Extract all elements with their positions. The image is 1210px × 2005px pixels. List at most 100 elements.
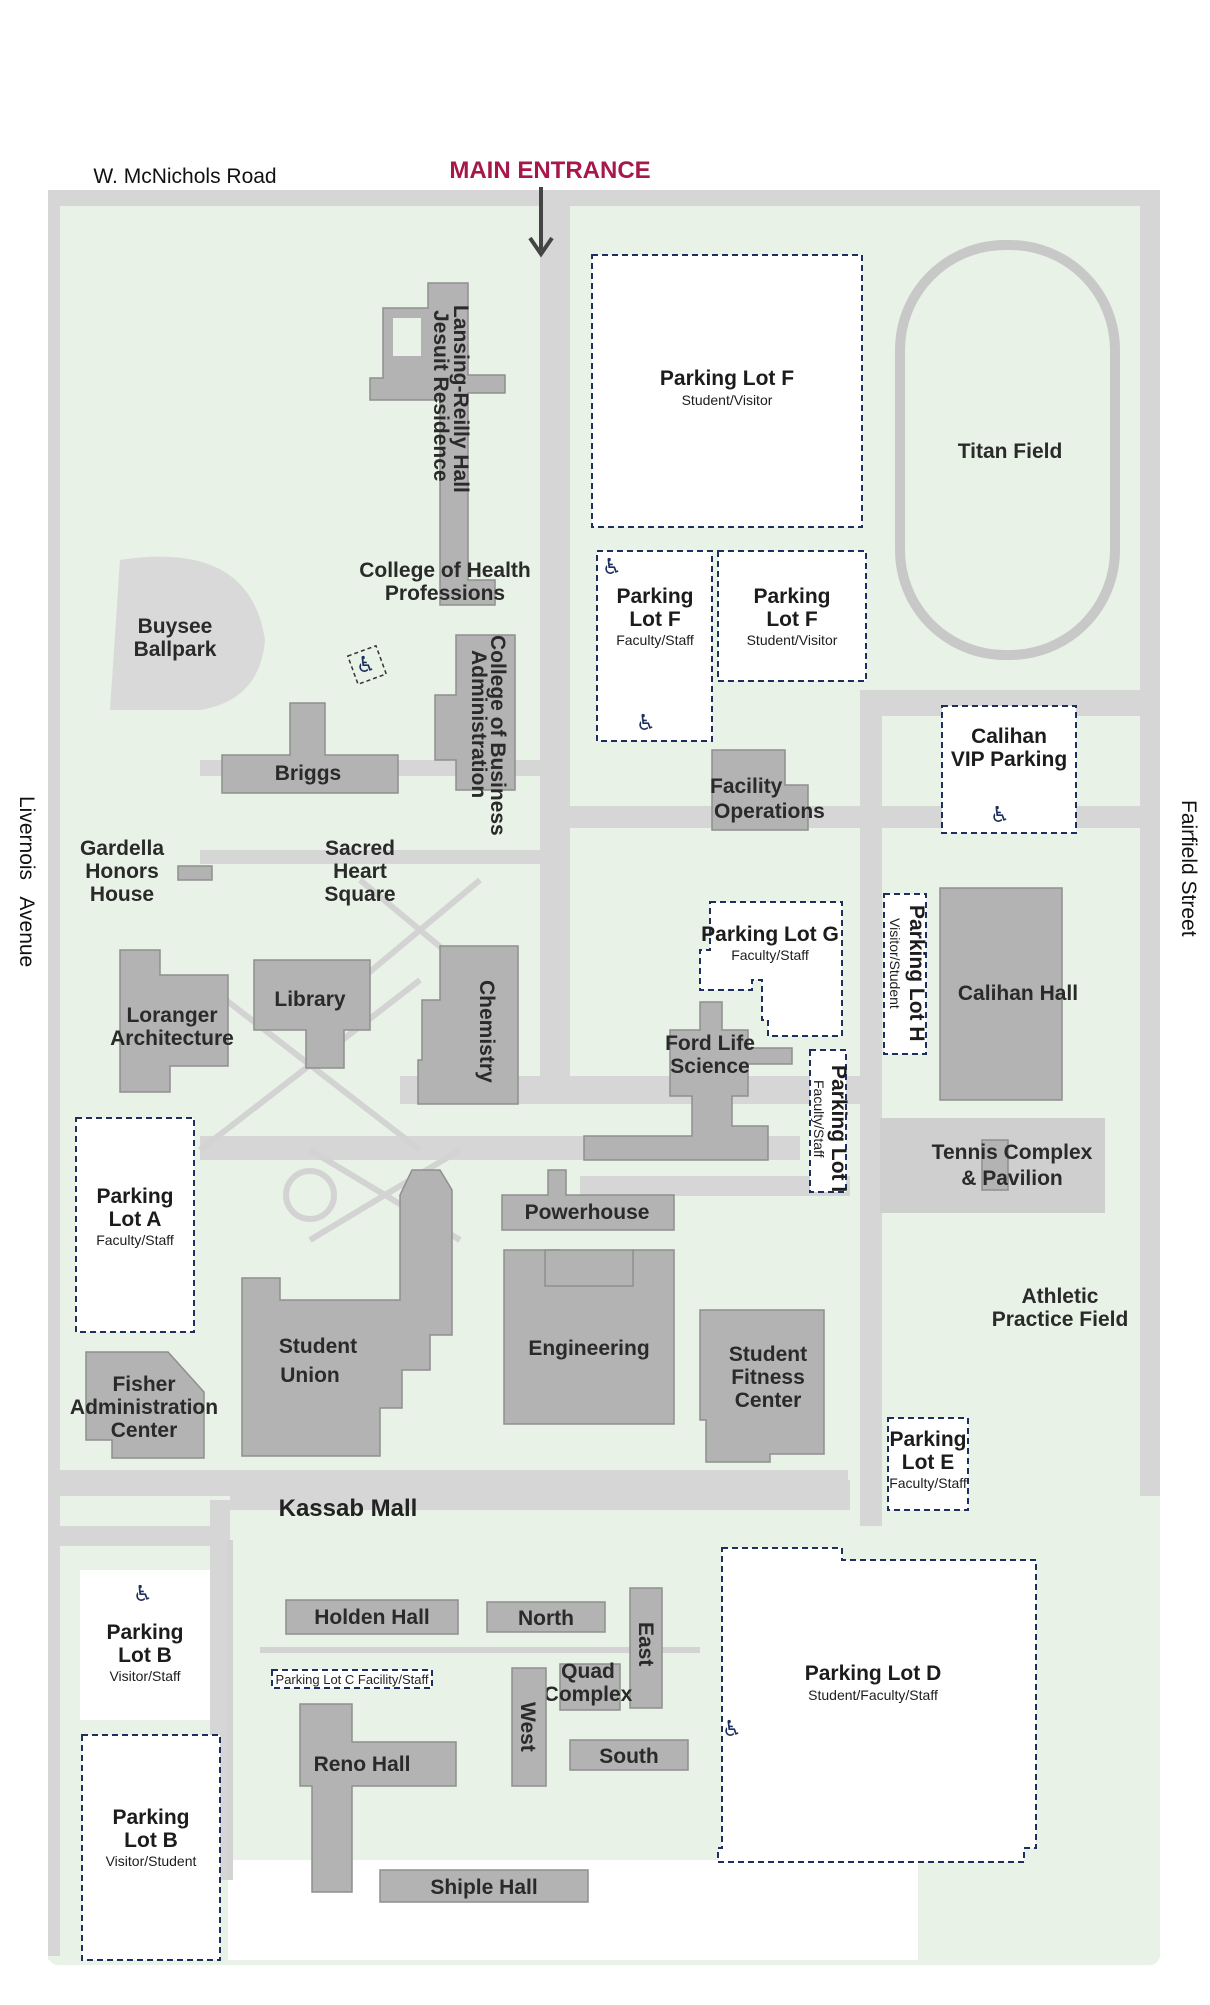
gardella-label-1: Gardella [80, 837, 164, 860]
lot-f-main-name: Parking Lot F [660, 367, 794, 390]
gardella-label-2: Honors [85, 860, 159, 883]
lot-e-sub: Faculty/Staff [889, 1475, 967, 1491]
gardella-honors-house: Gardella Honors House [80, 837, 213, 906]
parking-lot-b-lower: Parking Lot B Visitor/Student [81, 1734, 221, 1961]
engineering-label: Engineering [528, 1337, 649, 1360]
lot-a-name-1: Parking [96, 1185, 173, 1208]
south-label: South [599, 1745, 658, 1768]
briggs: Briggs [221, 702, 399, 794]
fisher-administration-center: Fisher Administration Center [70, 1351, 218, 1459]
east-label: East [634, 1622, 657, 1666]
calihan-hall: Calihan Hall [939, 887, 1078, 1101]
buysee-label-2: Ballpark [134, 638, 217, 661]
fitness-label-2: Fitness [731, 1366, 805, 1389]
kassab-mall-label: Kassab Mall [279, 1495, 418, 1522]
lot-i-name: Parking Lot I [827, 1065, 850, 1192]
parking-lot-h: Parking Lot H Visitor/Student [883, 893, 928, 1055]
svg-text:♿: ♿ [133, 1582, 153, 1607]
lot-b-upper-sub: Visitor/Staff [109, 1668, 180, 1684]
lot-f-faculty-sub: Faculty/Staff [616, 632, 694, 648]
calihan-vip-name-2: VIP Parking [951, 748, 1067, 771]
sacred-heart-label-1: Sacred [325, 837, 395, 860]
lot-i-sub: Faculty/Staff [811, 1080, 827, 1158]
library: Library [253, 959, 371, 1069]
calihan-hall-label: Calihan Hall [958, 982, 1078, 1005]
parking-lot-f-faculty: Parking Lot F Faculty/Staff [596, 550, 713, 742]
lot-f-student-sub: Student/Visitor [747, 632, 838, 648]
athletic-label-2: Practice Field [992, 1308, 1129, 1331]
street-fairfield: Fairfield Street [1177, 800, 1200, 937]
titan-field: Titan Field [870, 210, 1140, 670]
north-hall: North [486, 1601, 606, 1633]
reno-hall: Reno Hall [299, 1703, 457, 1893]
shiple-label: Shiple Hall [430, 1876, 537, 1899]
chemistry: Chemistry [417, 945, 519, 1105]
east-hall: East [629, 1587, 663, 1709]
lot-b-lower-sub: Visitor/Student [106, 1853, 197, 1869]
lansing-reilly-hall: Lansing-Reilly Hall Jesuit Residence [369, 282, 506, 606]
health-label-1: College of Health [359, 559, 531, 582]
lot-g-name: Parking Lot G [701, 923, 839, 946]
business-label-2: Administration [467, 650, 490, 798]
reno-label: Reno Hall [314, 1753, 411, 1776]
fisher-label-2: Administration [70, 1396, 218, 1419]
business-label-1: College of Business [486, 635, 509, 836]
powerhouse: Powerhouse [501, 1169, 675, 1231]
parking-lot-g: Parking Lot G Faculty/Staff [699, 901, 843, 1037]
loranger-label-2: Architecture [110, 1027, 234, 1050]
street-mcnichols: W. McNichols Road [93, 165, 276, 188]
loranger-label-1: Loranger [126, 1004, 217, 1027]
fisher-label-1: Fisher [112, 1373, 175, 1396]
gardella-label-3: House [90, 883, 154, 906]
quad-complex: Quad Complex [544, 1660, 633, 1711]
street-livernois: Livernois Avenue [15, 796, 38, 967]
lot-g-sub: Faculty/Staff [731, 947, 809, 963]
lot-b-upper-name-1: Parking [106, 1621, 183, 1644]
parking-lot-b-upper: Parking Lot B Visitor/Staff [80, 1570, 210, 1720]
arrow-down-icon [528, 187, 554, 258]
college-of-business-administration: College of Business Administration [434, 634, 516, 836]
svg-text:♿: ♿ [722, 1717, 742, 1742]
facility-operations: Facility Operations [710, 749, 825, 831]
fitness-label-3: Center [735, 1389, 802, 1412]
lot-h-sub: Visitor/Student [887, 918, 903, 1009]
calihan-vip-name-1: Calihan [971, 725, 1047, 748]
lot-f-main-sub: Student/Visitor [682, 392, 773, 408]
ford-life-science: Ford Life Science [583, 1001, 793, 1161]
south-hall: South [569, 1739, 689, 1771]
fitness-label-1: Student [729, 1343, 807, 1366]
buysee-ballpark: Buysee Ballpark [110, 556, 265, 710]
lot-b-lower-name-1: Parking [112, 1806, 189, 1829]
athletic-label-1: Athletic [1021, 1285, 1098, 1308]
shiple-hall: Shiple Hall [379, 1869, 589, 1903]
lot-b-upper-name-2: Lot B [118, 1644, 172, 1667]
lot-a-sub: Faculty/Staff [96, 1232, 174, 1248]
student-union-label-2: Union [280, 1364, 339, 1387]
lot-c-name: Parking Lot C Facility/Staff [276, 1672, 429, 1687]
holden-hall: Holden Hall [285, 1599, 459, 1635]
parking-lot-i: Parking Lot I Faculty/Staff [809, 1049, 850, 1193]
svg-text:♿: ♿ [602, 555, 622, 580]
student-union: Student Union [241, 1169, 453, 1457]
lot-e-name-2: Lot E [902, 1451, 955, 1474]
lot-a-name-2: Lot A [109, 1208, 162, 1231]
parking-lot-d: Parking Lot D Student/Faculty/Staff [717, 1547, 1037, 1863]
quad-label-2: Complex [544, 1683, 633, 1706]
fisher-label-3: Center [111, 1419, 178, 1442]
tennis-complex: Tennis Complex & Pavilion [880, 1118, 1105, 1213]
library-label: Library [274, 988, 346, 1011]
powerhouse-label: Powerhouse [525, 1201, 650, 1224]
svg-text:♿: ♿ [636, 711, 656, 736]
titan-field-label: Titan Field [958, 440, 1063, 463]
buysee-label-1: Buysee [138, 615, 213, 638]
lot-e-name-1: Parking [889, 1428, 966, 1451]
west-hall: West [511, 1667, 547, 1787]
parking-lot-f-main: Parking Lot F Student/Visitor [591, 254, 863, 528]
north-label: North [518, 1607, 574, 1630]
lot-b-lower-name-2: Lot B [124, 1829, 178, 1852]
facility-ops-label-1: Facility [710, 775, 783, 798]
athletic-practice-field: Athletic Practice Field [970, 1215, 1140, 1495]
parking-lot-a: Parking Lot A Faculty/Staff [75, 1117, 195, 1333]
sacred-heart-square: Sacred Heart Square [324, 837, 395, 906]
